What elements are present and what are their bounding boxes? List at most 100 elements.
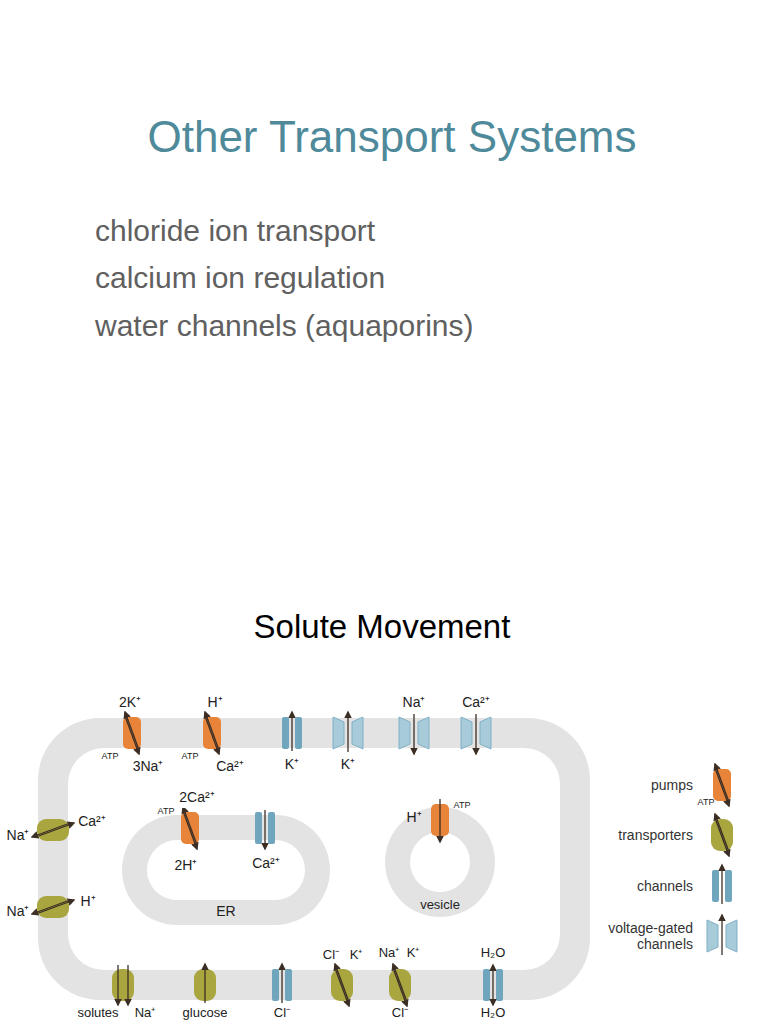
legend-swatch-svg	[697, 808, 747, 862]
flow-arrow	[32, 823, 70, 837]
ion-label: 3Na⁺	[133, 759, 164, 774]
channel-symbol	[282, 712, 302, 751]
transporter-body	[37, 819, 69, 841]
ion-label: 2Ca²⁺	[179, 790, 214, 805]
ion-label: Na⁺	[135, 1006, 156, 1020]
gate-half	[399, 717, 410, 749]
flow-arrow	[36, 823, 74, 837]
flow-arrow	[32, 900, 70, 914]
transporter-symbol	[194, 964, 216, 1003]
ion-label: Na⁺	[379, 946, 400, 960]
flow-arrow	[205, 712, 219, 750]
pump-symbol	[431, 799, 449, 842]
ion-label: K⁺	[285, 757, 299, 772]
flow-arrow	[36, 900, 74, 914]
organelle-label: vesicle	[420, 898, 460, 912]
channel-half	[295, 717, 302, 749]
channel-half	[712, 870, 719, 902]
gate-half	[333, 717, 344, 749]
legend-text: channels	[637, 878, 693, 894]
er-lumen	[147, 840, 305, 900]
transporter-body	[711, 819, 733, 851]
ion-label: glucose	[183, 1006, 228, 1020]
pump-symbol	[123, 712, 141, 754]
transporter-symbol	[389, 964, 411, 1006]
transporter-symbol	[112, 965, 134, 1005]
channel-half	[725, 870, 732, 902]
channel-half	[272, 969, 279, 1001]
ion-label: H₂O	[481, 946, 506, 960]
ion-label: Na⁺	[7, 904, 30, 919]
flow-arrow	[347, 712, 348, 752]
flow-arrow	[183, 811, 197, 849]
ion-label: Cl⁻	[323, 948, 339, 962]
transporter-body	[389, 969, 411, 1001]
er-membrane	[122, 815, 330, 925]
ion-label: Ca²⁺	[216, 759, 244, 774]
ion-label: 2K⁺	[119, 695, 141, 710]
channel-symbol	[712, 865, 732, 904]
ion-label: H⁺	[207, 695, 222, 710]
channel-half	[282, 717, 289, 749]
ion-label: Ca²⁺	[252, 856, 280, 871]
voltage-gated-channel-symbol	[707, 915, 737, 955]
channel-symbol	[255, 810, 275, 849]
flow-arrow	[393, 964, 407, 1002]
pump-body	[203, 717, 221, 749]
transporter-body	[37, 896, 69, 918]
ion-label: solutes	[77, 1006, 118, 1020]
ion-label: Na⁺	[403, 695, 426, 710]
flow-arrow	[393, 968, 407, 1006]
voltage-gated-channel-symbol	[399, 714, 429, 754]
pump-body	[713, 769, 731, 801]
flow-arrow	[117, 965, 118, 1005]
atp-label: ATP	[454, 801, 471, 811]
flow-arrow	[439, 799, 440, 842]
slide-title: Other Transport Systems	[147, 113, 636, 161]
flow-arrow	[264, 810, 265, 849]
flow-arrow	[125, 716, 139, 754]
channel-half	[255, 812, 262, 844]
ion-label: H⁺	[406, 810, 421, 825]
flow-arrow	[291, 712, 292, 751]
transporter-symbol	[711, 814, 733, 856]
voltage-gated-channel-symbol	[333, 712, 363, 752]
gate-half	[480, 717, 491, 749]
ion-label: Ca²⁺	[78, 814, 106, 829]
gate-half	[352, 717, 363, 749]
legend-text: pumps	[651, 777, 693, 793]
flow-arrow	[127, 965, 128, 1005]
gate-half	[707, 920, 718, 952]
ion-label: K⁺	[350, 948, 363, 962]
ion-label: Cl⁻	[392, 1006, 408, 1020]
legend-swatch-svg	[697, 859, 747, 913]
pump-symbol	[181, 808, 199, 849]
transporter-body	[112, 969, 134, 1001]
legend-swatch-svg	[697, 909, 747, 963]
organelle-label: ER	[216, 904, 235, 919]
ion-label: Ca²⁺	[462, 695, 490, 710]
flow-arrow	[205, 716, 219, 754]
transporter-symbol	[32, 896, 74, 918]
channel-symbol	[272, 964, 292, 1003]
flow-arrow	[125, 712, 139, 750]
vesicle-organelle: vesicle	[380, 788, 500, 922]
transporter-body	[331, 969, 353, 1001]
outline-line: water channels (aquaporins)	[95, 309, 474, 342]
cell-membrane	[38, 718, 590, 1000]
flow-arrow	[715, 768, 729, 806]
channel-half	[268, 812, 275, 844]
er-organelle: ER	[118, 808, 334, 930]
channel-symbol	[483, 965, 503, 1005]
channel-half	[483, 969, 490, 1001]
flow-arrow	[721, 865, 722, 904]
cytoplasm	[68, 748, 560, 970]
ion-label: Cl⁻	[274, 1006, 290, 1020]
outline-line: chloride ion transport	[95, 214, 375, 247]
flow-arrow	[715, 814, 729, 852]
flow-arrow	[721, 915, 722, 955]
transporter-symbol	[32, 819, 74, 841]
flow-arrow	[413, 714, 414, 754]
gate-half	[726, 920, 737, 952]
